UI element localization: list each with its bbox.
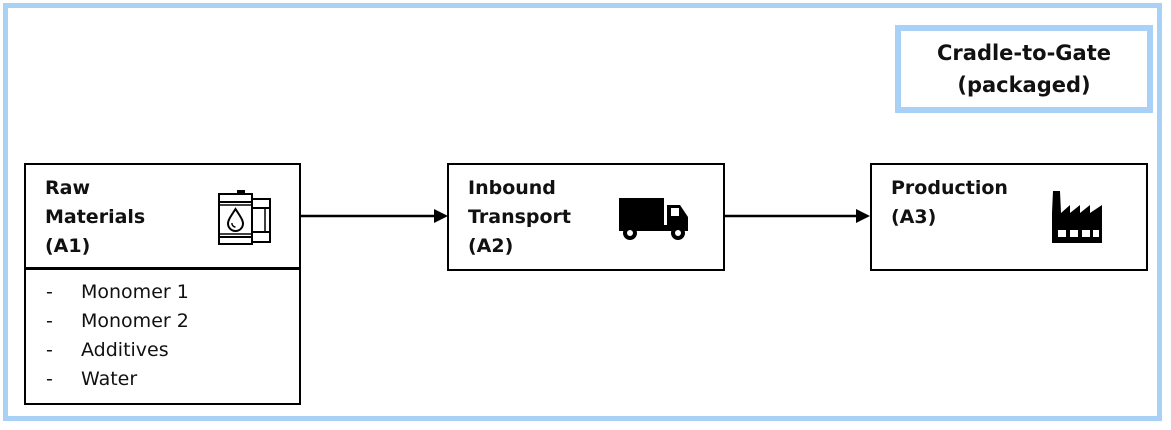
flow-arrow-a1-a2 <box>300 209 448 223</box>
flow-arrow-a2-a3 <box>724 209 870 223</box>
factory-icon <box>1052 191 1102 243</box>
stage-box-a2: Inbound Transport (A2) <box>447 163 725 271</box>
stage-box-a3: Production (A3) <box>870 163 1148 271</box>
stage-title-a1-line-3: (A1) <box>45 235 91 257</box>
stage-box-a1: Raw Materials (A1) <box>24 163 301 269</box>
stage-title-a2: Inbound Transport (A2) <box>468 174 571 261</box>
stage-title-a2-line-1: Inbound <box>468 177 556 199</box>
system-boundary-frame <box>3 3 1162 421</box>
list-item-label: Additives <box>81 339 169 361</box>
stage-title-a2-line-2: Transport <box>468 206 572 228</box>
list-item-bullet: - <box>46 368 53 390</box>
list-item-label: Monomer 1 <box>81 281 189 303</box>
list-item-label: Water <box>81 368 138 390</box>
scope-label-box: Cradle-to-Gate (packaged) <box>895 25 1153 113</box>
list-item-bullet: - <box>46 339 53 361</box>
list-item-bullet: - <box>46 310 53 332</box>
scope-label-line-2: (packaged) <box>957 73 1091 97</box>
stage-title-a3-line-1: Production <box>891 177 1008 199</box>
stage-title-a3-line-2: (A3) <box>891 206 937 228</box>
stage-title-a1-line-1: Raw <box>45 177 91 199</box>
truck-icon <box>619 198 688 240</box>
stage-title-a3: Production (A3) <box>891 174 1008 232</box>
scope-label-line-1: Cradle-to-Gate <box>937 41 1111 65</box>
oil-barrel-icon <box>218 190 271 245</box>
stage-title-a1: Raw Materials (A1) <box>45 174 145 261</box>
list-item-label: Monomer 2 <box>81 310 189 332</box>
list-item-bullet: - <box>46 281 53 303</box>
raw-material-inputs-list: - Monomer 1 - Monomer 2 - Additives - Wa… <box>24 268 301 405</box>
stage-title-a1-line-2: Materials <box>45 206 146 228</box>
stage-a1-divider <box>24 267 301 270</box>
stage-title-a2-line-3: (A2) <box>468 235 514 257</box>
